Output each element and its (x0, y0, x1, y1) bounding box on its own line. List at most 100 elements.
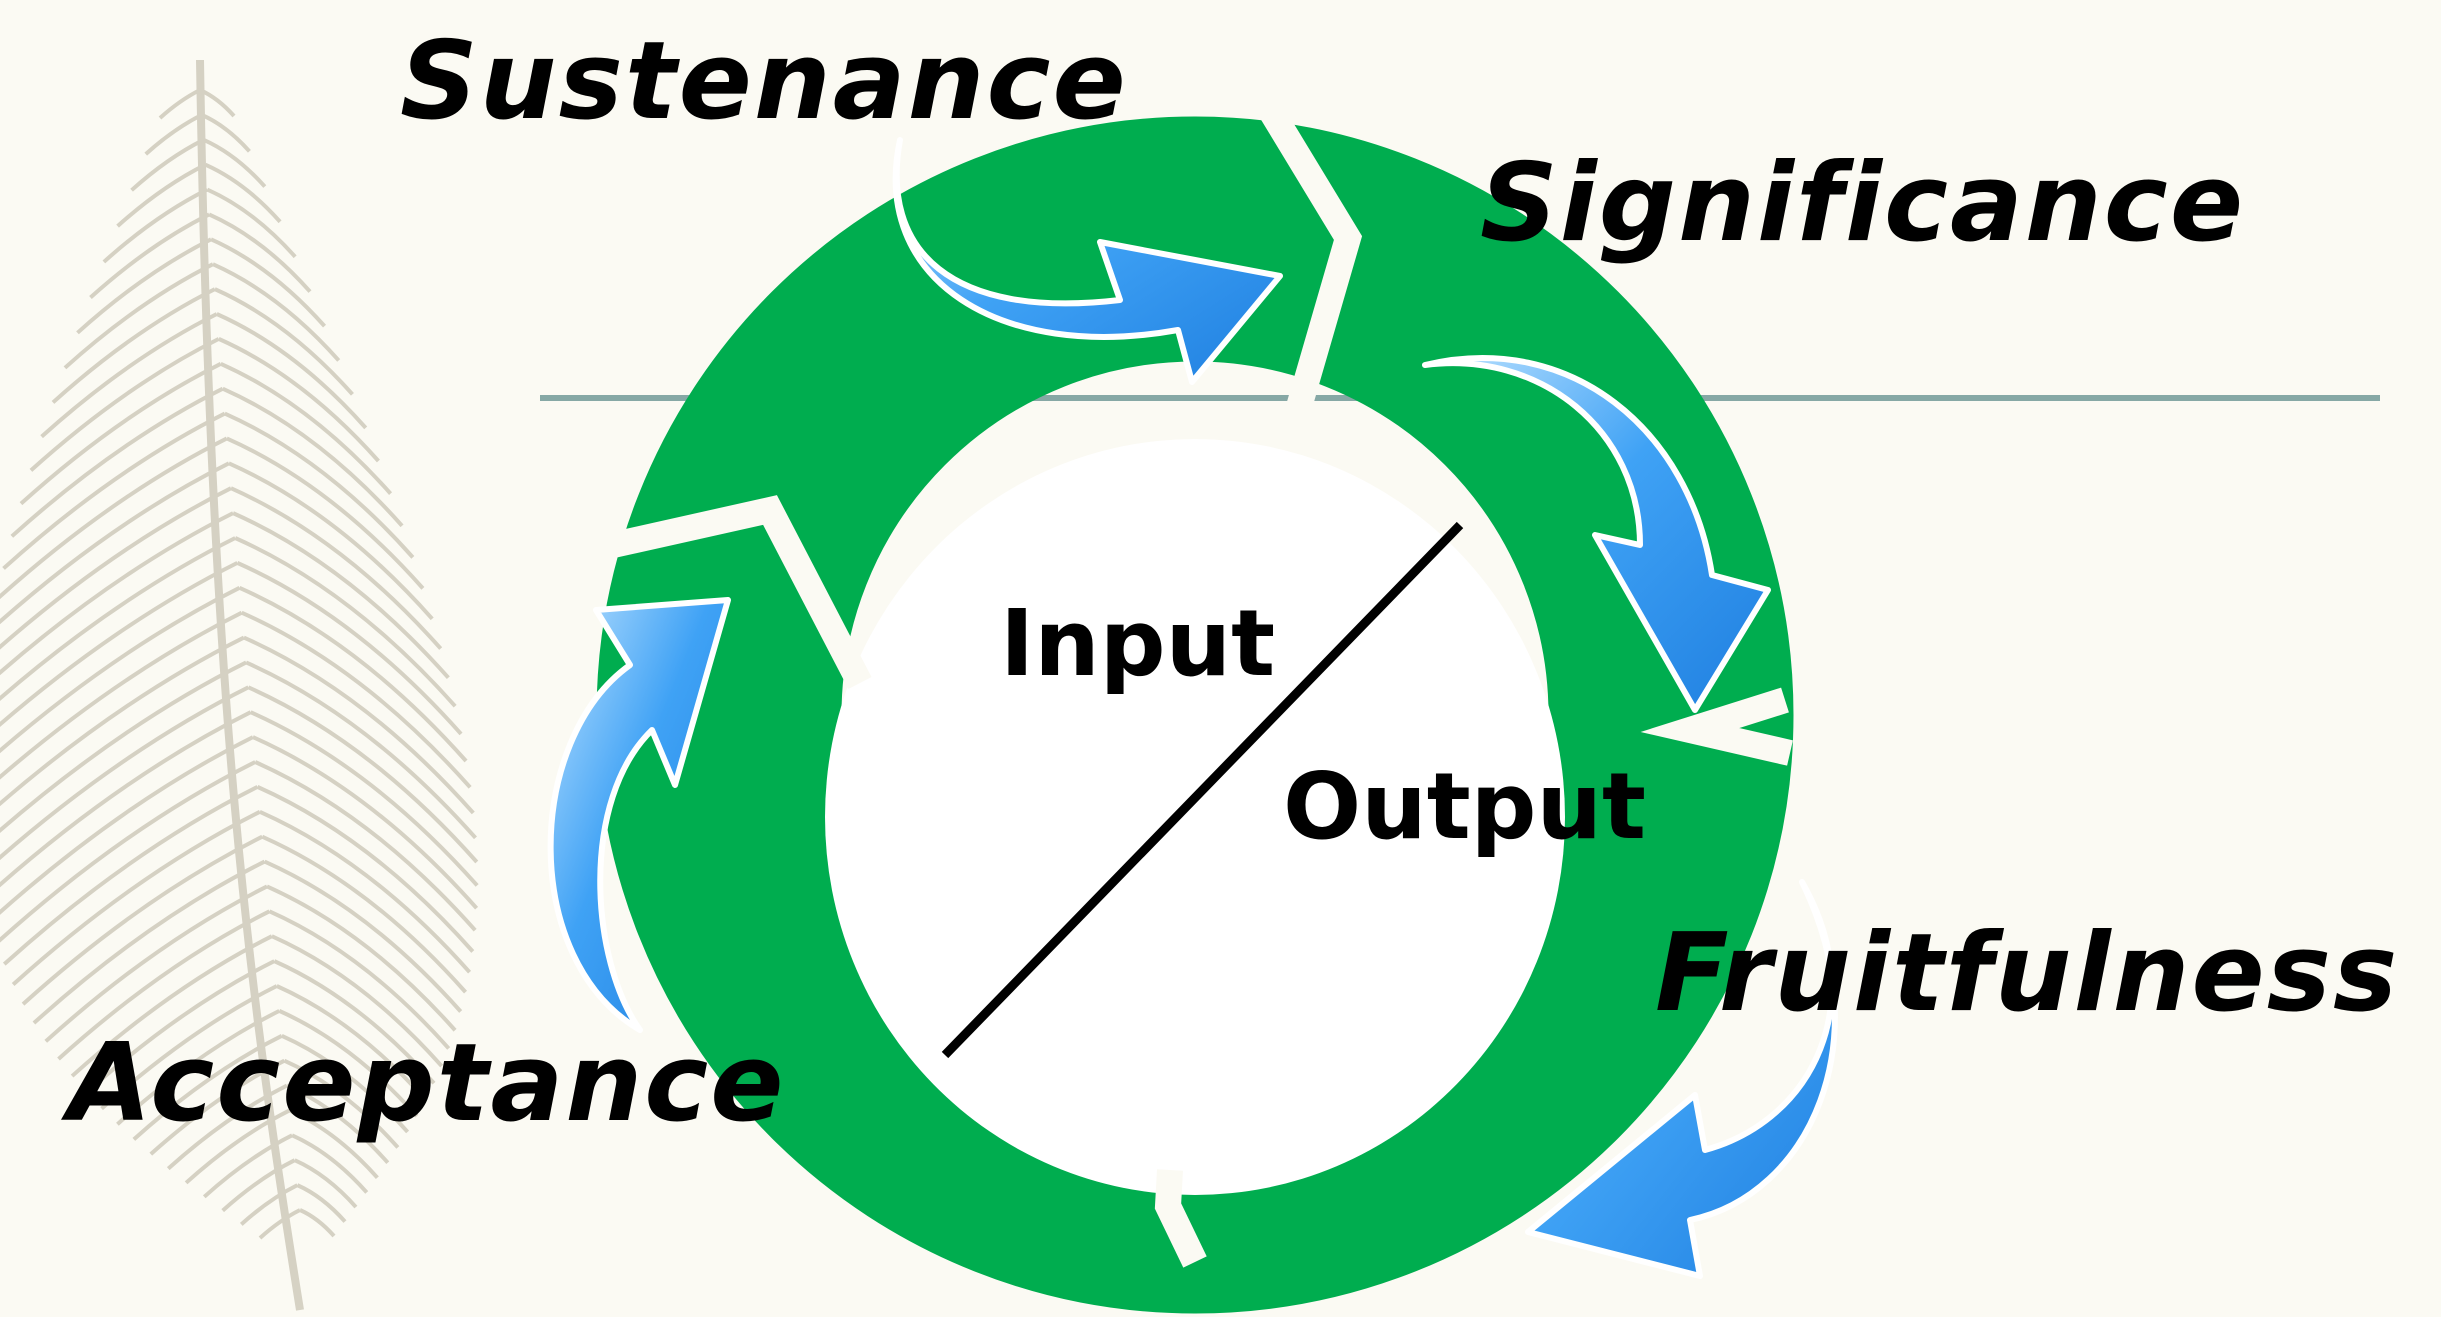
feather-barb (219, 361, 393, 495)
feather-barb (236, 561, 463, 736)
feather-barb (293, 1158, 358, 1209)
center-disc (825, 439, 1565, 1195)
feather-barb (273, 959, 436, 1085)
feather-barb (199, 88, 236, 118)
feather-barb (226, 436, 425, 590)
feather-barb (89, 212, 211, 299)
feather-barb (202, 1133, 293, 1199)
feather-barb (266, 884, 457, 1032)
feather-barb (206, 187, 297, 259)
feather-barb (278, 1009, 419, 1118)
feather-barb (291, 1133, 369, 1194)
feather-barb (166, 1083, 288, 1171)
feather-barb (258, 1208, 301, 1240)
feather-barb (296, 1183, 347, 1223)
feather-barb (0, 461, 230, 625)
feather-barb (286, 1083, 390, 1165)
feather-barb (102, 187, 209, 264)
feather-barb (0, 610, 243, 780)
feather-icon (0, 59, 479, 1311)
feather-barb (200, 113, 251, 153)
label-sustenance: Sustenance (400, 19, 1128, 144)
feather-barb (0, 635, 245, 807)
feather-barb (221, 1158, 296, 1213)
feather-barb (228, 461, 434, 621)
feather-barb (299, 1208, 336, 1238)
segment-gap-bottom (1154, 1169, 1207, 1268)
feather-barb (76, 237, 212, 335)
feather-barb (271, 934, 444, 1068)
feather-barb (249, 710, 479, 887)
label-output: Output (1283, 753, 1646, 860)
feather-barb (2, 785, 259, 966)
label-input: Input (1000, 590, 1275, 697)
label-significance: Significance (1480, 141, 2245, 266)
feather-barb (243, 635, 475, 815)
feather-barb (215, 312, 368, 430)
feather-barb (254, 760, 477, 932)
feather-barb (0, 536, 237, 702)
segment-gap-top (1228, 53, 1363, 442)
feather-barb (210, 237, 327, 328)
feather-barb (2, 411, 226, 570)
feather-barb (247, 685, 479, 864)
feather-barb (223, 411, 415, 559)
arrow-sustenance-to-significance (892, 137, 1283, 385)
feather-barb (21, 834, 264, 1006)
feather-barb (51, 287, 216, 404)
feather-barb (0, 760, 257, 943)
feather-barb (29, 337, 220, 472)
feather-barb (19, 361, 222, 506)
feather-barb (281, 1033, 410, 1134)
feather-barb (217, 337, 380, 463)
label-acceptance: Acceptance (60, 1021, 786, 1146)
feather-barb (263, 859, 463, 1013)
feather-barb (116, 1009, 281, 1126)
arrow-significance-to-fruitfulness (1422, 354, 1771, 713)
feather-barb (0, 735, 254, 915)
feather-barb (40, 312, 218, 439)
feather-barb (230, 486, 443, 650)
feather-barb (275, 984, 428, 1102)
feather-barb (11, 809, 261, 986)
feather-barb (259, 809, 472, 974)
feather-barb (100, 984, 278, 1111)
feather-barb (85, 959, 276, 1095)
segment-gap-left (597, 495, 872, 689)
feather-barb (268, 909, 451, 1050)
feather-barb (0, 561, 239, 728)
feather-barb (208, 212, 312, 293)
feather-barb (232, 511, 450, 680)
feather-barb (184, 1108, 291, 1185)
feather-barb (63, 262, 214, 370)
arrow-acceptance-to-sustenance (547, 597, 731, 1033)
feather-barb (144, 113, 203, 156)
feather-barb (32, 859, 266, 1025)
feather-barb (252, 735, 479, 910)
feather-barb (261, 834, 468, 994)
feather-barb (240, 610, 472, 789)
feather-barb (234, 536, 457, 708)
input-output-divider (941, 521, 1464, 1059)
label-fruitfulness: Fruitfulness (1655, 911, 2399, 1036)
feather-barb (212, 262, 341, 362)
feather-barb (238, 585, 468, 763)
feather-barb (239, 1183, 299, 1226)
feather-barb (116, 162, 207, 228)
feather-barb (0, 486, 232, 650)
feather-barb (0, 660, 248, 834)
feather-barb (0, 685, 250, 861)
feather-barb (57, 909, 271, 1061)
arrow-fruitfulness-to-acceptance (1525, 879, 1838, 1279)
feather-barb (256, 785, 475, 953)
feather-barb (0, 710, 252, 888)
feather-barb (44, 884, 268, 1043)
feather-barb (132, 1033, 283, 1141)
feather-barb (0, 511, 234, 676)
feather-barb (214, 287, 354, 396)
feather-barb (245, 660, 477, 840)
segment-gap-right (1640, 687, 1793, 766)
feather-barb (149, 1058, 286, 1156)
